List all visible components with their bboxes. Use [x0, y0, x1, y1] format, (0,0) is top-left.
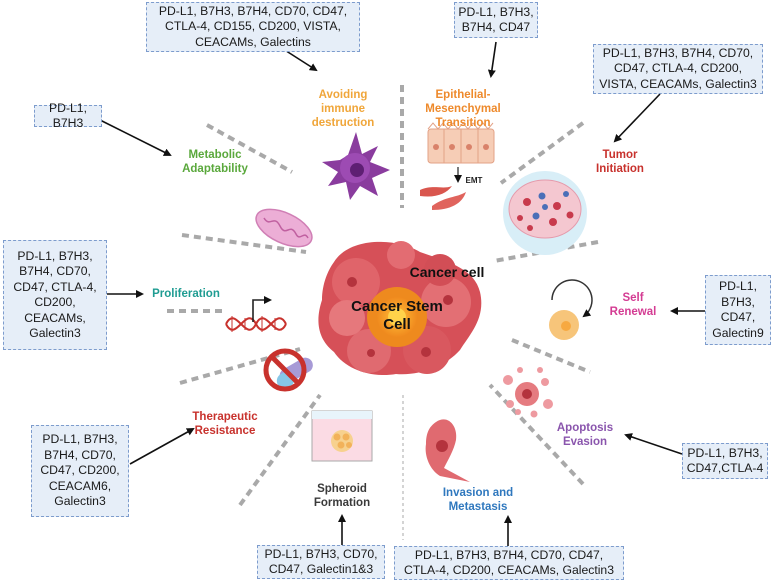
cancer-stem-cell-label: Cancer Stem Cell [351, 298, 443, 333]
mitochondrion-icon [255, 208, 313, 248]
separator-right-lower [511, 338, 591, 374]
immune-cell-icon [322, 132, 390, 200]
separator-upper-right [499, 121, 585, 185]
hallmark-apoptosis-evasion: Apoptosis Evasion [556, 422, 614, 448]
dna-icon [225, 296, 287, 332]
hallmark-self-renewal: Self Renewal [609, 292, 657, 318]
hallmark-therapeutic-resistance: Therapeutic Resistance [192, 411, 258, 437]
arrow-tumor [613, 93, 661, 143]
marker-box-self-renewal: PD-L1, B7H3, CD47, Galectin9 [705, 275, 771, 345]
hallmark-spheroid-formation: Spheroid Formation [313, 483, 371, 509]
hallmark-proliferation: Proliferation [152, 288, 220, 300]
no-drug-icon [263, 348, 313, 392]
hallmark-metabolic-adaptability: Metabolic Adaptability [182, 149, 248, 175]
marker-box-apoptosis: PD-L1, B7H3, CD47,CTLA-4 [682, 443, 768, 479]
hallmark-avoiding-immune-destruction: Avoiding immune destruction [311, 89, 375, 129]
marker-box-metabolic: PD-L1, B7H3 [34, 101, 102, 130]
self-renewal-icon [549, 279, 593, 340]
marker-box-invasion: PD-L1, B7H3, B7H4, CD70, CD47, CTLA-4, C… [394, 546, 624, 580]
cancer-cell-cluster-icon [318, 241, 482, 376]
marker-arrows [99, 41, 705, 546]
separator-left-lower [179, 347, 301, 385]
separator-bottom-right [488, 383, 585, 486]
apoptotic-fragments-icon [503, 367, 553, 418]
marker-box-proliferation: PD-L1, B7H3, B7H4, CD70, CD47, CTLA-4, C… [3, 240, 107, 350]
arrow-therapeutic [129, 428, 195, 465]
arrow-emt [487, 41, 497, 78]
spheroid-well-icon [311, 410, 373, 462]
marker-box-avoiding: PD-L1, B7H3, B7H4, CD70, CD47, CTLA-4, C… [146, 2, 360, 52]
separator-upper-left [206, 123, 293, 174]
tumor-tissue-icon [503, 171, 587, 255]
hallmark-invasion-and-metastasis: Invasion and Metastasis [442, 487, 514, 513]
hallmark-tumor-initiation: Tumor Initiation [596, 149, 644, 175]
marker-box-spheroid: PD-L1, B7H3, CD70, CD47, Galectin1&3 [257, 545, 385, 579]
hallmark-emt: Epithelial- Mesenchymal Transition [425, 89, 501, 129]
radial-separators [167, 85, 599, 507]
invading-cell-icon [425, 419, 470, 482]
arrow-metabolic [99, 119, 172, 156]
separator-left-upper [181, 233, 307, 254]
cancer-cell-label: Cancer cell [409, 264, 485, 280]
emt-arrow-label: EMT [465, 176, 483, 185]
marker-box-therapeutic: PD-L1, B7H3, B7H4, CD70, CD47, CD200, CE… [31, 425, 129, 517]
arrow-apoptosis [624, 433, 683, 455]
separator-bottom-left [238, 393, 322, 507]
marker-box-tumor: PD-L1, B7H3, B7H4, CD70, CD47, CTLA-4, C… [593, 44, 763, 94]
marker-box-emt: PD-L1, B7H3, B7H4, CD47 [454, 2, 538, 38]
emt-illustration [420, 122, 495, 210]
